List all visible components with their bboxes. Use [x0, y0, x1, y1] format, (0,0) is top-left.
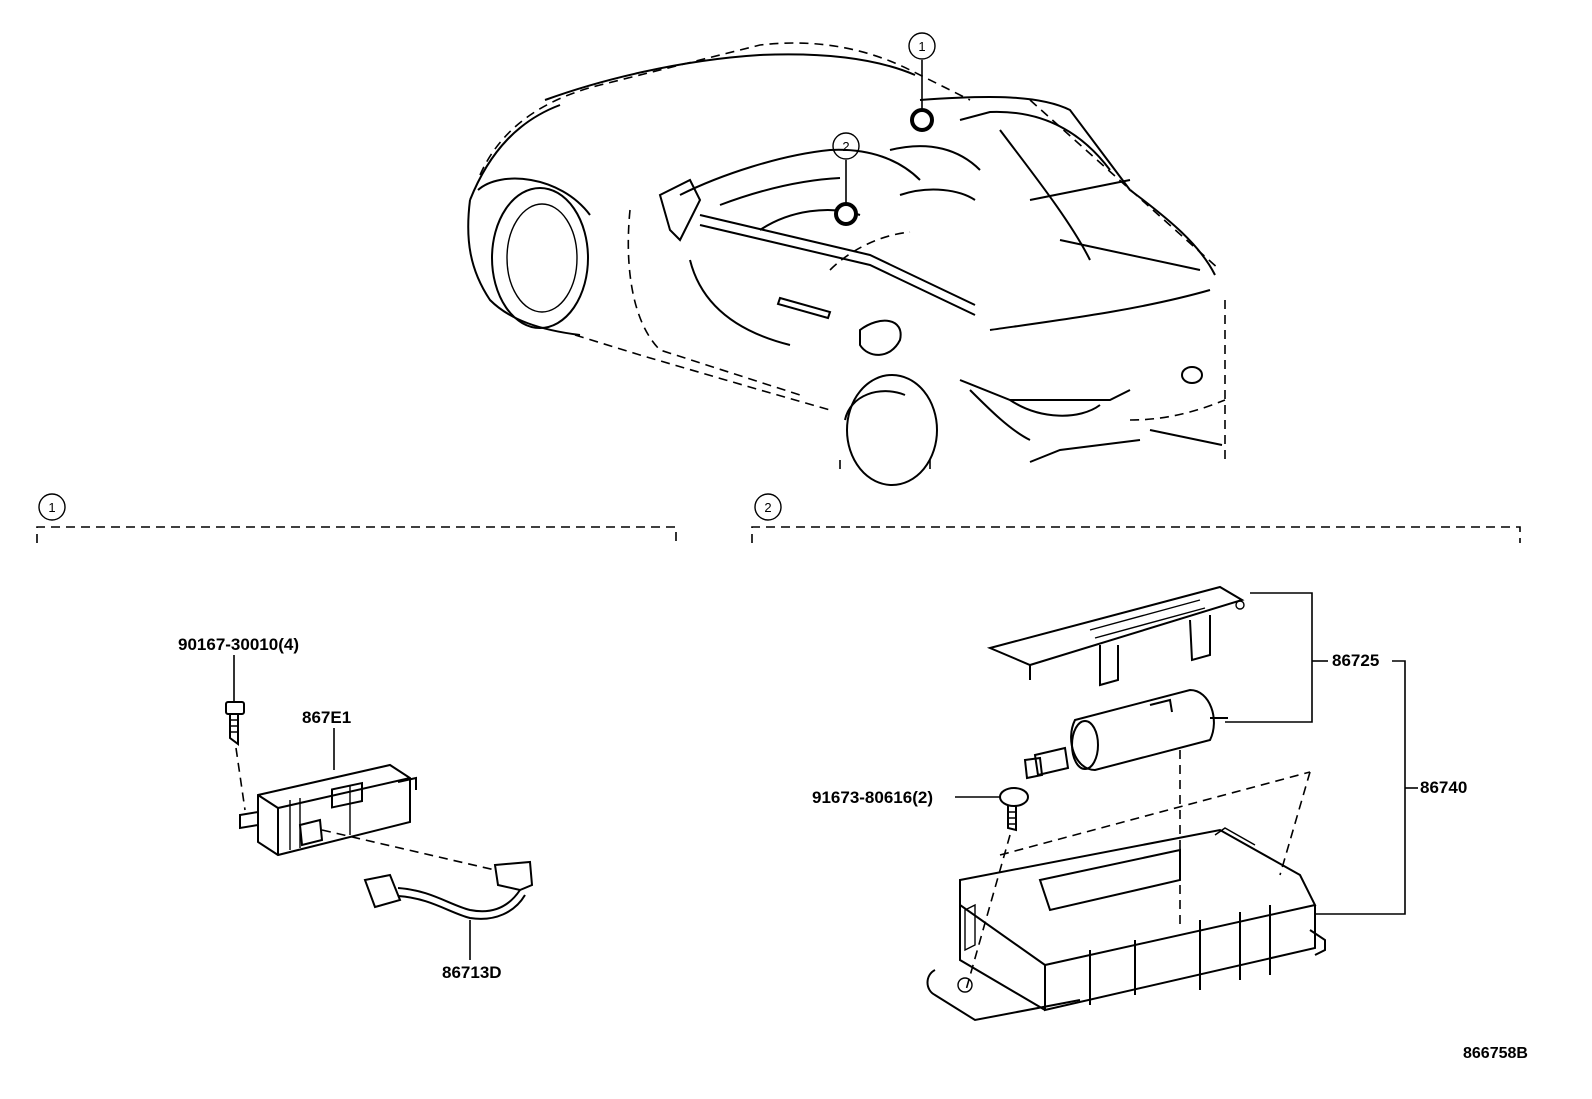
- section-2-bracket: [751, 526, 1521, 543]
- diagram-id: 866758B: [1463, 1045, 1528, 1062]
- location-marker-1: [910, 108, 934, 132]
- section-2-marker-label: 2: [764, 500, 771, 515]
- section-1-bracket: [36, 526, 677, 543]
- part-label-module: 867E1: [302, 708, 351, 727]
- section-1-marker: [38, 493, 66, 521]
- harness-86713d-icon: [363, 860, 534, 920]
- callout-1-label: 1: [918, 39, 925, 54]
- control-unit-86740-icon: [926, 827, 1326, 1022]
- bolt-icon: [999, 787, 1029, 832]
- callout-circle-2: [832, 132, 860, 160]
- part-label-harness: 86713D: [442, 963, 502, 982]
- part-label-screw: 90167-30010(4): [178, 635, 299, 654]
- section-1: 1 90167-30010(4) 867E1: [36, 493, 677, 982]
- section-2: 2 91673-80616(2): [751, 493, 1521, 1022]
- cylinder-component-icon: [1023, 688, 1228, 780]
- part-label-bolt: 91673-80616(2): [812, 788, 933, 807]
- callout-circle-1: [908, 32, 936, 60]
- screw-icon: [225, 701, 245, 746]
- section-2-marker: [754, 493, 782, 521]
- car-illustration: 1 2: [467, 32, 1226, 486]
- callout-2-label: 2: [842, 139, 849, 154]
- part-label-unit: 86740: [1420, 778, 1467, 797]
- module-867e1-icon: [239, 763, 417, 857]
- location-marker-2: [834, 202, 858, 226]
- bracket-plate-icon: [986, 585, 1245, 687]
- part-label-subassy: 86725: [1332, 651, 1379, 670]
- section-1-marker-label: 1: [48, 500, 55, 515]
